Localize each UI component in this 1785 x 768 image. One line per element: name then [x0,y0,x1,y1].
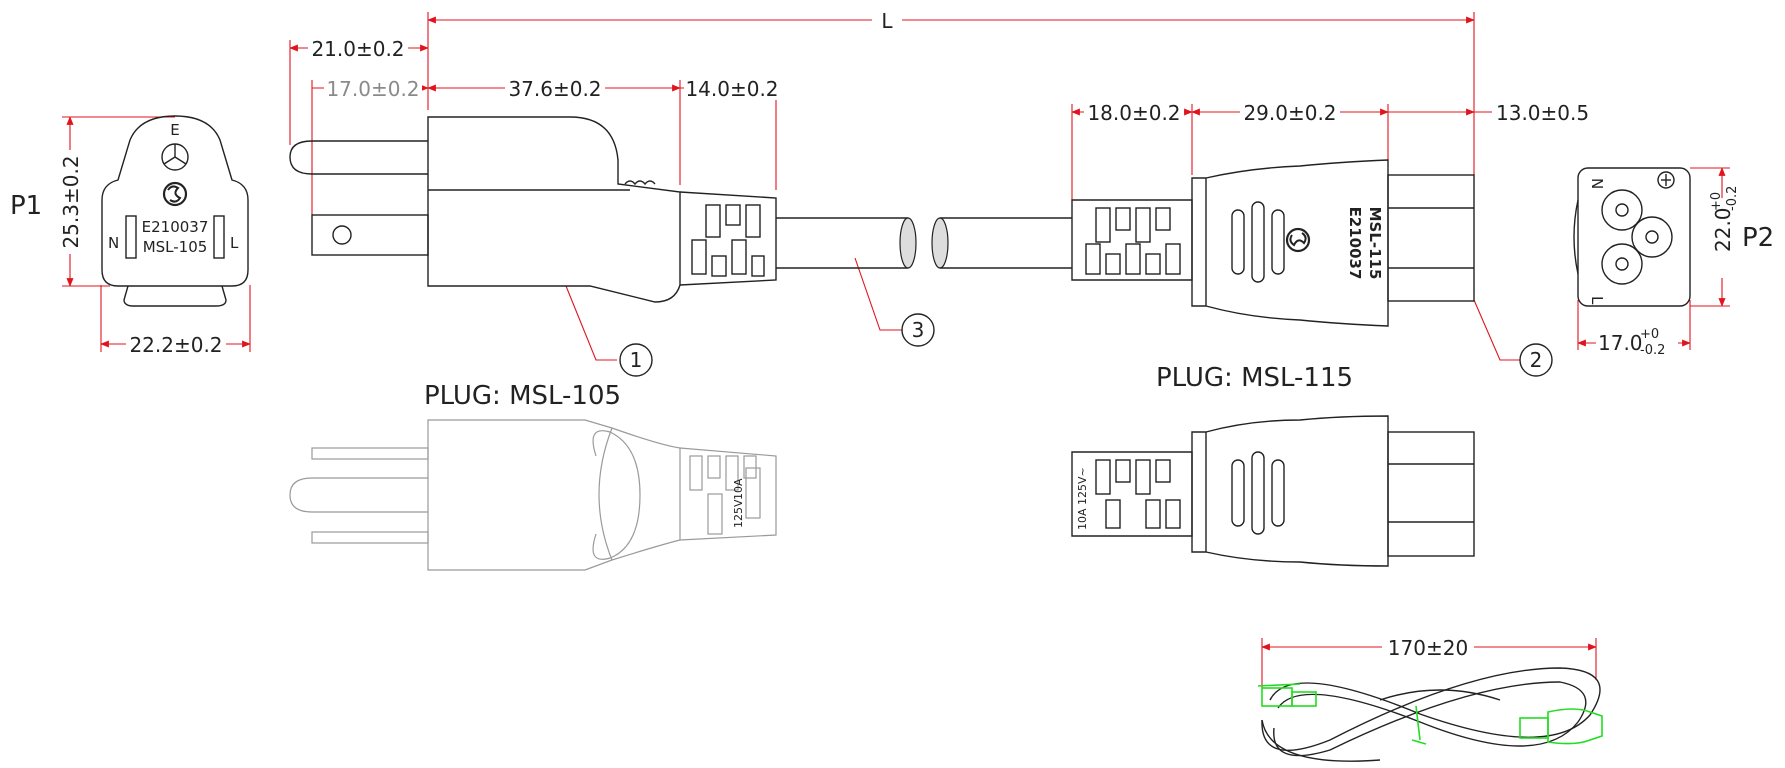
face-line: L [230,234,239,252]
connector-model: MSL-115 [1366,207,1384,280]
dim-17-sub: -0.2 [1640,343,1665,358]
callouts: 1 3 2 [619,313,1553,377]
dim-13: 13.0±0.5 [1496,101,1589,125]
dimension-labels: L 21.0±0.2 17.0±0.2 37.6±0.2 14.0±0.2 18… [56,8,1748,660]
c5-face-p2: N L P2 [1573,167,1774,307]
coiled-cord [1257,667,1603,762]
c5-line: L [1588,296,1606,305]
label-p2: P2 [1742,223,1774,253]
dim-14: 14.0±0.2 [685,77,778,101]
dim-22-sup: +0 [1709,192,1724,211]
ground-symbol-icon [161,143,189,171]
connector-top-view: 10A 125V~ [1071,415,1475,567]
plug-side-view [289,116,777,303]
plug-label-right: PLUG: MSL-115 [1156,363,1353,393]
c5-socket [1601,189,1673,285]
dim-22-2: 22.2±0.2 [129,333,222,357]
dimension-lines [62,12,1730,690]
dim-21: 21.0±0.2 [311,37,404,61]
face-cert: E210037 [142,218,209,236]
callout-1-circle [619,343,653,377]
plug-face-p1: P1 E E210037 MSL-105 N L [10,115,249,307]
plug-label-left: PLUG: MSL-105 [424,381,621,411]
csa-logo-icon [162,181,188,207]
face-top-mark: E [170,121,179,139]
earth-icon [1657,171,1675,189]
rating-amp: 10A [732,478,745,500]
connector-side-view: MSL-115 E210037 [1071,159,1475,327]
label-p1: P1 [10,191,42,221]
dim-170: 170±20 [1388,636,1468,660]
rating-volt: 125V [732,499,745,528]
rating-combined: 10A 125V~ [1076,467,1089,530]
callout-2: 2 [1530,348,1543,372]
cord [776,217,1072,269]
callout-2-circle [1519,343,1553,377]
dim-17-left: 17.0±0.2 [326,77,419,101]
c5-neutral: N [1588,178,1606,189]
coil-connector-highlight [1519,717,1549,739]
dim-22-base: 22.0 [1711,207,1735,252]
face-model: MSL-105 [143,238,208,256]
dim-L: L [881,9,893,33]
dim-17-base: 17.0 [1598,331,1643,355]
dim-17-sup: +0 [1640,327,1659,342]
face-neutral: N [108,234,119,252]
dim-18: 18.0±0.2 [1087,101,1180,125]
slot-line [213,215,225,259]
dim-25-3: 25.3±0.2 [59,155,83,248]
connector-cert: E210037 [1346,207,1364,280]
csa-logo-icon [1285,227,1311,253]
callout-1: 1 [630,348,643,372]
plug-top-view: 10A 125V [289,419,777,571]
dim-37-6: 37.6±0.2 [508,77,601,101]
slot-neutral [125,215,137,259]
callout-3: 3 [912,318,925,342]
dim-29: 29.0±0.2 [1243,101,1336,125]
callout-3-circle [901,313,935,347]
dim-22-sub: -0.2 [1725,186,1740,211]
